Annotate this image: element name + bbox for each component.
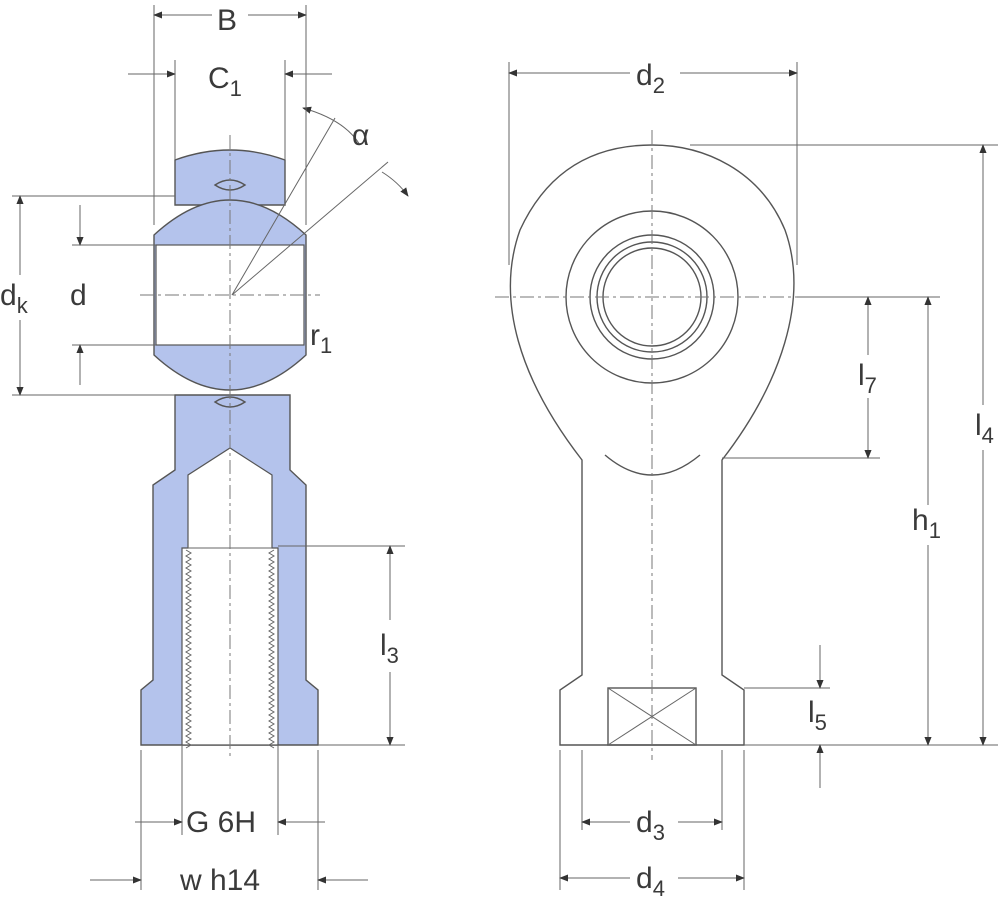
eye-housing xyxy=(509,144,795,746)
label-l5: l5 xyxy=(808,696,827,735)
side-view: d2 l7 h1 l4 l5 d3 d4 xyxy=(495,59,998,901)
section-view: B C1 α dk d r1 l3 G 6H w h14 xyxy=(0,4,409,897)
label-B: B xyxy=(217,4,237,37)
housing-ring-top xyxy=(174,149,286,206)
label-d2: d2 xyxy=(636,59,665,98)
label-w-h14: w h14 xyxy=(179,864,260,897)
label-l3: l3 xyxy=(380,629,399,668)
label-d4: d4 xyxy=(636,862,665,901)
label-alpha: α xyxy=(352,119,369,152)
label-d3: d3 xyxy=(636,806,665,845)
label-h1: h1 xyxy=(912,504,941,543)
label-G-6H: G 6H xyxy=(186,806,256,839)
label-dk: dk xyxy=(0,279,29,318)
label-C1: C1 xyxy=(208,62,242,101)
thread-teeth xyxy=(185,549,275,749)
thread-zigzag xyxy=(268,549,275,749)
label-d: d xyxy=(70,279,87,312)
thread-zigzag xyxy=(185,549,192,749)
label-l7: l7 xyxy=(858,359,877,398)
label-r1: r1 xyxy=(310,319,332,358)
label-l4: l4 xyxy=(975,409,994,448)
